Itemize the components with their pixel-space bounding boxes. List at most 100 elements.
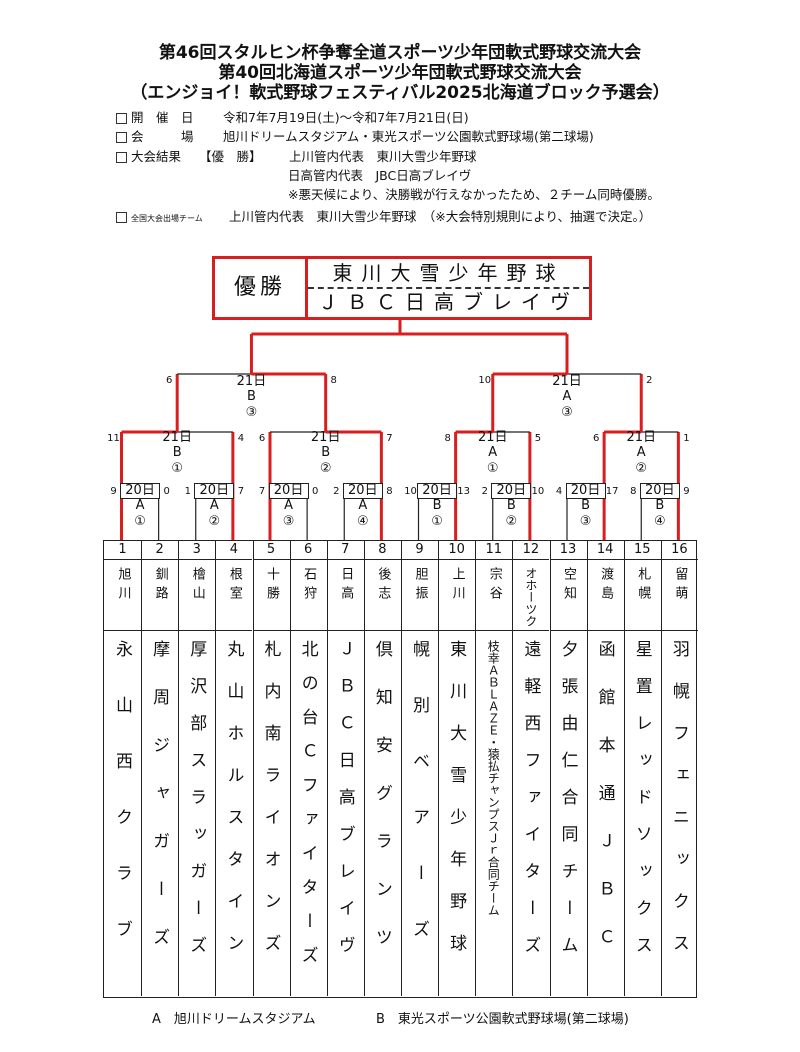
match-field: A	[284, 498, 294, 513]
match-score-right: 0	[311, 486, 319, 497]
match-score-left: 10	[404, 486, 417, 497]
match-score-right: 10	[531, 486, 545, 497]
match-score-left: 11	[107, 433, 120, 444]
column-divider	[512, 541, 514, 996]
match-score-right: 7	[386, 433, 393, 444]
match-field: A	[636, 445, 646, 460]
match-score-right: 0	[163, 486, 170, 497]
venue-value: 旭川ドリームスタジアム・東光スポーツ公園軟式野球場(第二球場)	[223, 129, 594, 144]
team-name: 北の台Ｃファイターズ	[297, 640, 318, 980]
team-name: 枝幸ＡＢＬＡＺＥ・猿払チャンプスＪｒ合同チーム	[486, 640, 501, 916]
info-date-row: 開 催 日令和7年7月19日(土)～令和7年7月21日(日)	[116, 107, 469, 126]
match-score-right: 5	[534, 433, 542, 444]
team-number: 8	[363, 541, 401, 560]
winner-box: 優勝 東川大雪少年野球 ＪＢＣ日高ブレイヴ	[212, 256, 592, 320]
match-field: B	[172, 445, 182, 460]
column-divider	[178, 541, 180, 996]
team-name: 摩周ジャガーズ	[149, 640, 170, 976]
match-date: 21日	[626, 430, 657, 445]
match-date: 21日	[310, 430, 341, 445]
match-score-right: 4	[237, 433, 245, 444]
national-value: 上川管内代表 東川大雪少年野球 （※大会特別規則により、抽選で決定。）	[229, 209, 652, 224]
team-name: 永山西クラブ	[112, 640, 132, 976]
team-number: 5	[252, 541, 290, 560]
team-name: ＪＢＣ日高ブレイヴ	[334, 640, 355, 973]
team-name: 夕張由仁合同チーム	[557, 640, 578, 973]
match-field: A	[135, 498, 145, 513]
match-number: ①	[486, 461, 499, 476]
team-number: 15	[623, 541, 661, 560]
column-divider	[252, 541, 254, 996]
team-region: 石狩	[289, 559, 327, 631]
result-label: 大会結果	[131, 149, 182, 164]
match-score-left: 10	[478, 375, 492, 386]
match-date: 21日	[552, 374, 582, 389]
title-line-3: （エンジョイ！軟式野球フェスティバル2025北海道ブロック予選会）	[130, 83, 670, 103]
team-number: 11	[475, 541, 513, 560]
match-number: ④	[356, 514, 369, 529]
column-divider	[623, 541, 625, 996]
date-label: 開 催 日	[131, 110, 194, 125]
column-divider	[660, 541, 662, 996]
match-score-right: 1	[683, 433, 690, 444]
match-field: A	[358, 498, 368, 513]
team-region: 渡島	[586, 559, 624, 631]
team-name: 羽幌フェニックス	[668, 640, 689, 976]
column-divider	[586, 541, 588, 996]
match-field: B	[246, 389, 256, 404]
legend-a: A 旭川ドリームスタジアム	[152, 1012, 316, 1027]
match-field: A	[488, 445, 498, 460]
team-region: 旭川	[104, 559, 141, 631]
team-number: 16	[660, 541, 698, 560]
result-tag: 【優 勝】	[199, 149, 262, 164]
team-number: 2	[141, 541, 179, 560]
match-number: ④	[653, 514, 666, 529]
team-region: 釧路	[141, 559, 179, 631]
match-field: B	[581, 498, 591, 513]
match-score-right: 17	[605, 486, 619, 497]
match-number: ①	[134, 514, 146, 529]
team-region: オホーツク	[512, 559, 550, 631]
column-divider	[326, 541, 328, 996]
match-date: 21日	[477, 430, 508, 445]
match-score-right: 9	[683, 486, 690, 497]
match-score-left: 9	[110, 486, 117, 497]
team-number: 14	[586, 541, 624, 560]
match-score-left: 6	[258, 433, 266, 444]
team-region: 留萌	[660, 559, 698, 631]
match-number: ②	[208, 514, 221, 529]
team-region: 上川	[438, 559, 476, 631]
match-number: ③	[245, 405, 258, 420]
match-score-left: 7	[258, 486, 266, 497]
match-date: 20日	[565, 483, 606, 499]
team-number: 10	[438, 541, 476, 560]
team-region: 宗谷	[475, 559, 513, 631]
team-region: 日高	[326, 559, 364, 631]
column-divider	[475, 541, 477, 996]
title-line-1: 第46回スタルヒン杯争奪全道スポーツ少年団軟式野球交流大会	[158, 43, 642, 63]
match-date: 21日	[236, 374, 267, 389]
match-score-right: 7	[237, 486, 245, 497]
match-score-left: 2	[481, 486, 488, 497]
column-divider	[215, 541, 217, 996]
match-field: A	[209, 498, 219, 513]
team-name: 星置レッドソックス	[631, 640, 652, 973]
column-divider	[438, 541, 440, 996]
checkbox-square-icon	[116, 113, 127, 124]
result-line-2: 日高管内代表 JBC日高ブレイヴ	[288, 168, 472, 183]
match-score-left: 6	[592, 433, 600, 444]
info-venue-row: 会 場旭川ドリームスタジアム・東光スポーツ公園軟式野球場(第二球場)	[116, 126, 594, 145]
match-number: ②	[319, 461, 332, 476]
team-name: 札内南ライオンズ	[260, 640, 281, 976]
title-line-2: 第40回北海道スポーツ少年団軟式野球交流大会	[218, 63, 582, 83]
match-date: 20日	[417, 483, 458, 499]
